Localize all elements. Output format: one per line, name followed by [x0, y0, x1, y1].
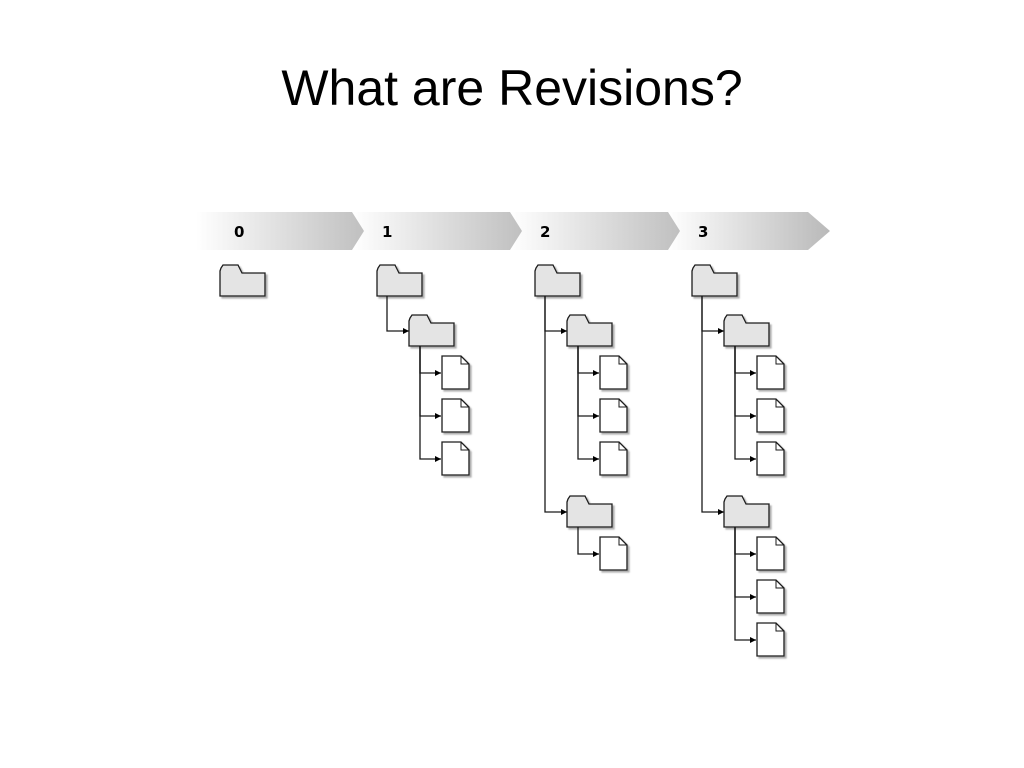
file-icon [756, 536, 785, 571]
file-icon [599, 441, 628, 476]
slide-title: What are Revisions? [281, 60, 743, 116]
file-icon [756, 579, 785, 614]
revision-arrow-shape [196, 212, 382, 250]
file-icon [756, 398, 785, 433]
folder-icon [691, 264, 738, 297]
tree-connector [734, 527, 756, 600]
file-icon [599, 355, 628, 390]
tree-connector [386, 296, 409, 334]
folder-icon [566, 495, 613, 528]
revision-arrow: 2 [510, 212, 698, 250]
tree-connector [577, 346, 599, 376]
tree-connector [734, 527, 756, 643]
revision-tree [219, 264, 266, 297]
revision-arrow-shape [668, 212, 830, 250]
tree-connector [419, 346, 441, 376]
file-icon [441, 441, 470, 476]
tree-connector [577, 346, 599, 419]
file-icon [756, 622, 785, 657]
folder-icon [534, 264, 581, 297]
revision-arrow: 0 [196, 212, 382, 250]
tree-connector [419, 346, 441, 462]
folder-icon [408, 314, 455, 347]
tree-connector [419, 346, 441, 419]
folder-icon [723, 314, 770, 347]
revision-arrow: 1 [352, 212, 540, 250]
revision-arrow: 3 [668, 212, 830, 250]
file-icon [599, 398, 628, 433]
tree-connector [734, 346, 756, 462]
folder-icon [566, 314, 613, 347]
tree-connector [544, 296, 567, 515]
file-icon [441, 398, 470, 433]
folder-icon [376, 264, 423, 297]
file-icon [441, 355, 470, 390]
folder-icon [723, 495, 770, 528]
revision-label: 2 [540, 223, 550, 241]
folder-icon [219, 264, 266, 297]
tree-connector [544, 296, 567, 334]
tree-connector [577, 527, 599, 557]
revision-label: 1 [382, 223, 392, 241]
revision-label: 3 [698, 223, 708, 241]
file-icon [756, 355, 785, 390]
tree-connector [701, 296, 724, 515]
revision-tree [691, 264, 785, 657]
file-icon [599, 536, 628, 571]
tree-connector [701, 296, 724, 334]
revision-timeline: 0 1 2 3 [196, 212, 830, 250]
revision-arrow-shape [510, 212, 698, 250]
revision-trees [219, 264, 785, 657]
tree-connector [734, 527, 756, 557]
revision-tree [534, 264, 628, 571]
tree-connector [577, 346, 599, 462]
revision-arrow-shape [352, 212, 540, 250]
tree-connector [734, 346, 756, 419]
file-icon [756, 441, 785, 476]
revision-tree [376, 264, 470, 476]
revision-label: 0 [234, 223, 244, 241]
tree-connector [734, 346, 756, 376]
